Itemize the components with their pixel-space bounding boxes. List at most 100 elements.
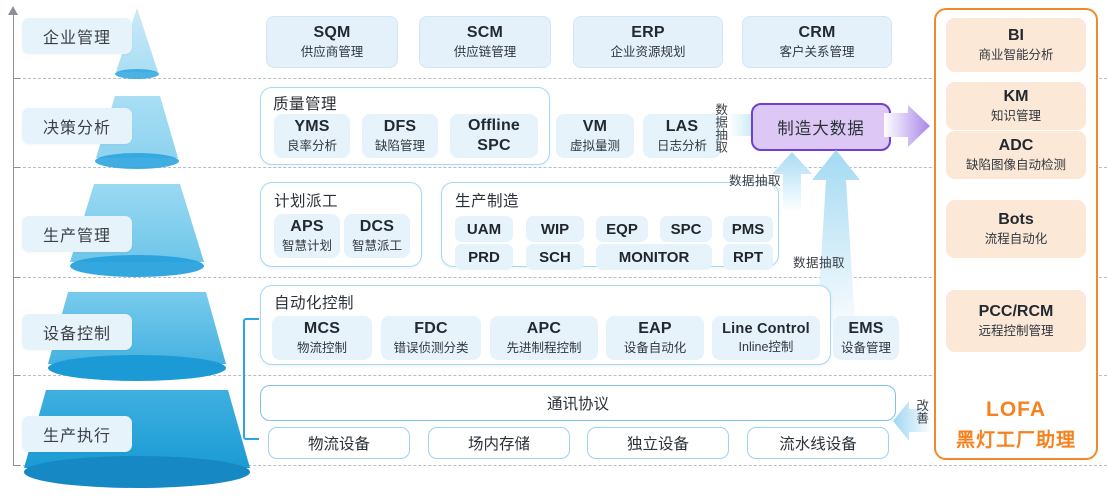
stage-label-production: 生产管理	[22, 216, 132, 252]
card-yms[interactable]: YMS 良率分析	[274, 114, 350, 158]
card-code: PCC/RCM	[978, 303, 1054, 321]
arrow-extract-production-icon	[772, 152, 812, 212]
card-code: FDC	[414, 320, 448, 338]
card-pcc-rcm[interactable]: PCC/RCM 远程控制管理	[946, 290, 1086, 352]
card-erp[interactable]: ERP 企业资源规划	[573, 16, 723, 68]
card-sub: 远程控制管理	[978, 324, 1054, 339]
chip-spc[interactable]: SPC	[660, 216, 712, 242]
lofa-subtitle: 黑灯工厂助理	[955, 430, 1076, 451]
chip-sch[interactable]: SCH	[526, 244, 584, 270]
label-data-extraction-3: 数据抽取	[793, 256, 846, 270]
card-dcs[interactable]: DCS 智慧派工	[344, 214, 410, 258]
card-mcs[interactable]: MCS 物流控制	[272, 316, 372, 360]
card-sub: 商业智能分析	[978, 48, 1054, 63]
card-sub: 客户关系管理	[779, 45, 855, 60]
group-title-automation: 自动化控制	[274, 295, 355, 312]
box-onsite-storage[interactable]: 场内存储	[428, 427, 570, 459]
card-aps[interactable]: APS 智慧计划	[274, 214, 340, 258]
box-logistics-equipment[interactable]: 物流设备	[268, 427, 410, 459]
chip-wip[interactable]: WIP	[526, 216, 584, 242]
card-offline-spc[interactable]: Offline SPC	[450, 114, 538, 158]
card-sqm[interactable]: SQM 供应商管理	[266, 16, 398, 68]
box-standalone-equipment[interactable]: 独立设备	[587, 427, 729, 459]
row-separator-2	[13, 167, 1107, 168]
card-code: Bots	[998, 211, 1034, 229]
axis-tick	[13, 375, 20, 376]
card-bi[interactable]: BI 商业智能分析	[946, 18, 1086, 72]
card-sub: 智慧派工	[351, 239, 402, 254]
stage-label-text: 设备控制	[42, 326, 111, 343]
row-separator-3	[13, 277, 1107, 278]
stage-label-text: 企业管理	[42, 30, 111, 47]
label-data-extraction-1: 数据抽取	[713, 103, 728, 153]
chip-eqp[interactable]: EQP	[596, 216, 648, 242]
box-assembly-line-equipment[interactable]: 流水线设备	[747, 427, 889, 459]
card-code: BI	[1008, 27, 1024, 45]
card-sub: 物流控制	[296, 341, 347, 356]
card-code: ADC	[998, 137, 1034, 155]
arrow-to-lofa-icon	[884, 105, 930, 147]
card-code: ERP	[631, 24, 665, 42]
card-eap[interactable]: EAP 设备自动化	[606, 316, 704, 360]
maturity-axis-line	[13, 14, 14, 466]
stage-label-enterprise: 企业管理	[22, 18, 132, 54]
stage-label-equipment: 设备控制	[22, 314, 132, 350]
card-code: VM	[582, 118, 608, 136]
card-code-2: SPC	[477, 137, 511, 154]
card-bots[interactable]: Bots 流程自动化	[946, 200, 1086, 258]
card-sub: 日志分析	[656, 139, 707, 154]
box-communication-protocol[interactable]: 通讯协议	[260, 385, 896, 421]
card-code: YMS	[294, 118, 330, 136]
card-ems[interactable]: EMS 设备管理	[833, 316, 899, 360]
axis-tick	[13, 167, 20, 168]
card-sub: 错误侦测分类	[393, 341, 469, 356]
stage-label-execution: 生产执行	[22, 416, 132, 452]
stage-label-text: 决策分析	[42, 120, 111, 137]
chip-prd[interactable]: PRD	[455, 244, 513, 270]
axis-tick	[13, 78, 20, 79]
chip-pms[interactable]: PMS	[723, 216, 773, 242]
card-adc[interactable]: ADC 缺陷图像自动检测	[946, 131, 1086, 179]
card-code: DFS	[383, 118, 417, 136]
card-sub: 设备自动化	[623, 341, 687, 356]
card-code: SQM	[313, 24, 351, 42]
row-separator-4	[13, 375, 1107, 376]
card-fdc[interactable]: FDC 错误侦测分类	[381, 316, 481, 360]
card-code: Offline	[467, 117, 521, 134]
card-km[interactable]: KM 知识管理	[946, 82, 1086, 130]
axis-tick	[13, 465, 20, 466]
card-line-control[interactable]: Line Control Inline控制	[712, 316, 820, 360]
card-crm[interactable]: CRM 客户关系管理	[742, 16, 892, 68]
card-vm[interactable]: VM 虚拟量测	[556, 114, 634, 158]
card-code: DCS	[359, 218, 395, 236]
row-separator-1	[13, 78, 1107, 79]
bigdata-box[interactable]: 制造大数据	[751, 103, 891, 151]
card-dfs[interactable]: DFS 缺陷管理	[362, 114, 438, 158]
card-code: MCS	[303, 320, 341, 338]
stage-label-text: 生产管理	[42, 228, 111, 245]
chip-uam[interactable]: UAM	[455, 216, 513, 242]
axis-tick	[13, 277, 20, 278]
card-code: CRM	[798, 24, 836, 42]
stage-label-decision: 决策分析	[22, 108, 132, 144]
lofa-brand: LOFA 黑灯工厂助理	[946, 394, 1086, 456]
card-sub: 供应商管理	[300, 45, 364, 60]
card-apc[interactable]: APC 先进制程控制	[490, 316, 598, 360]
card-sub: 缺陷管理	[374, 139, 425, 154]
card-code: EAP	[638, 320, 672, 338]
group-title-quality: 质量管理	[273, 96, 338, 113]
card-code: KM	[1003, 88, 1029, 106]
chip-rpt[interactable]: RPT	[723, 244, 773, 270]
card-las[interactable]: LAS 日志分析	[643, 114, 721, 158]
card-code: LAS	[665, 118, 699, 136]
card-code: Line Control	[722, 321, 810, 338]
card-sub: 先进制程控制	[506, 341, 582, 356]
card-scm[interactable]: SCM 供应链管理	[419, 16, 551, 68]
card-sub: 企业资源规划	[610, 45, 686, 60]
card-code: EMS	[848, 320, 884, 338]
label-improvement: 改善	[914, 399, 929, 424]
row-separator-5	[13, 465, 1107, 466]
scope-bracket	[243, 318, 259, 440]
chip-monitor[interactable]: MONITOR	[596, 244, 712, 270]
